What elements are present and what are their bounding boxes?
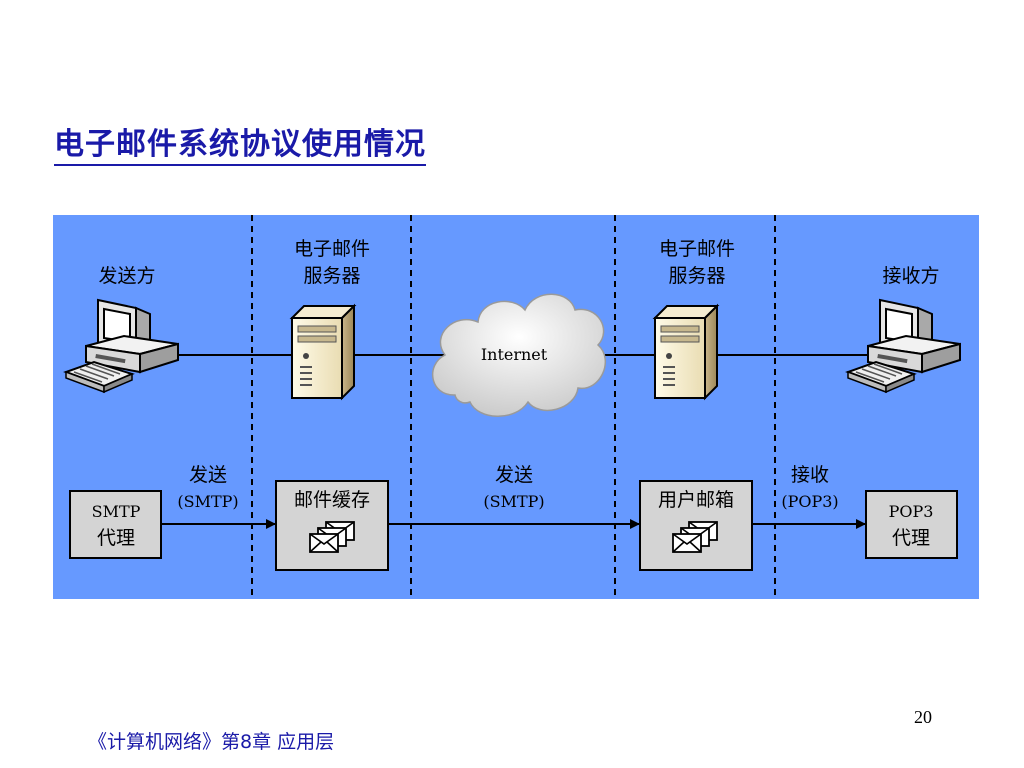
smtp-agent-label-line1: SMTP bbox=[92, 502, 141, 521]
send-arrow-2-label-line1: 发送 bbox=[495, 464, 533, 486]
right-server-icon bbox=[654, 305, 718, 399]
server-right-label-line2: 服务器 bbox=[668, 265, 725, 287]
pop3-agent-box: POP3 代理 bbox=[865, 490, 958, 559]
send-arrow-2-label-line2: (SMTP) bbox=[483, 492, 544, 511]
server-right-label-line1: 电子邮件 bbox=[659, 238, 735, 260]
pop3-agent-label-line1: POP3 bbox=[889, 502, 934, 521]
smtp-agent-label-line2: 代理 bbox=[97, 527, 135, 549]
slide-title: 电子邮件系统协议使用情况 bbox=[54, 128, 426, 166]
receiver-label: 接收方 bbox=[882, 265, 939, 287]
smtp-agent-box: SMTP 代理 bbox=[69, 490, 162, 559]
sender-label: 发送方 bbox=[98, 265, 155, 287]
mail-cache-label: 邮件缓存 bbox=[294, 489, 370, 511]
left-server-icon bbox=[291, 305, 355, 399]
internet-label: Internet bbox=[481, 345, 548, 364]
section-dividers bbox=[251, 215, 776, 599]
server-left-label-line1: 电子邮件 bbox=[294, 238, 370, 260]
send-arrow-1-label-line2: (SMTP) bbox=[177, 492, 238, 511]
mail-cache-box: 邮件缓存 bbox=[275, 480, 389, 571]
receive-arrow-label-line2: (POP3) bbox=[781, 492, 838, 511]
send-arrow-1-label-line1: 发送 bbox=[189, 464, 227, 486]
internet-cloud-icon bbox=[431, 293, 607, 417]
user-mailbox-box: 用户邮箱 bbox=[639, 480, 753, 571]
page-number: 20 bbox=[914, 707, 932, 727]
server-left-label-line2: 服务器 bbox=[303, 265, 360, 287]
pop3-agent-label-line2: 代理 bbox=[892, 527, 930, 549]
user-mailbox-label: 用户邮箱 bbox=[658, 489, 734, 511]
receive-arrow-label-line1: 接收 bbox=[791, 464, 829, 486]
slide-footer: 《计算机网络》第8章 应用层 bbox=[88, 731, 335, 753]
